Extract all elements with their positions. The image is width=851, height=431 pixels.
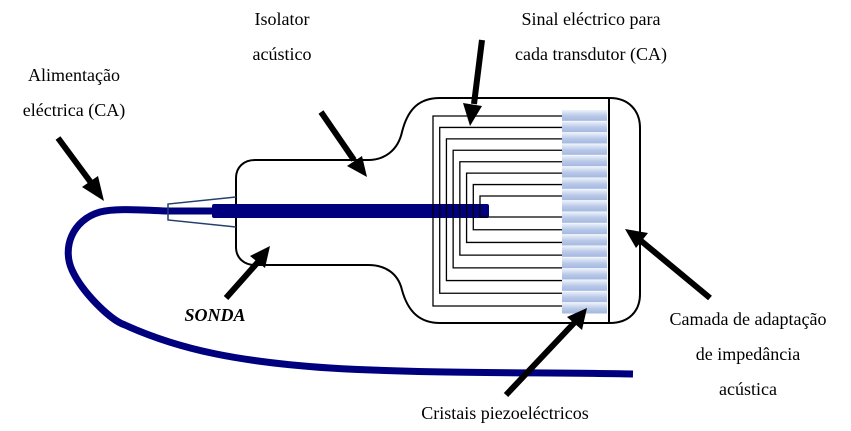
label-electric-signal: Sinal eléctrico para cada transdutor (CA…: [488, 2, 694, 72]
piezo-crystal-element: [562, 268, 607, 280]
label-power-supply: Alimentação eléctrica (CA): [0, 58, 148, 128]
piezo-crystal-element: [562, 246, 607, 257]
piezo-crystal-element: [562, 166, 607, 178]
arrow-crystals: [503, 308, 587, 398]
arrow-isolator: [318, 110, 367, 177]
label-piezo-crystals: Cristais piezoeléctricos: [380, 396, 630, 431]
piezo-crystal-element: [562, 189, 607, 201]
piezo-crystal-element: [562, 121, 607, 133]
label-signal-line1: Sinal eléctrico para: [521, 9, 661, 29]
arrow-matching-layer: [625, 229, 712, 301]
label-power-line2: eléctrica (CA): [22, 100, 126, 120]
transducer-wire: [479, 195, 562, 218]
transducer-wire: [465, 172, 562, 244]
label-isolator-line2: acústico: [252, 44, 312, 64]
transducer-wire: [432, 115, 562, 307]
cable-strain-relief: [167, 196, 237, 228]
label-matching-line2: de impedância: [695, 344, 801, 364]
piezo-crystal-element: [562, 223, 607, 235]
arrow-probe: [223, 246, 270, 300]
piezo-crystal-element: [562, 132, 607, 144]
piezo-crystal-element: [562, 302, 607, 314]
arrow-power: [55, 136, 104, 201]
piezo-crystal-array: [562, 110, 607, 314]
piezo-crystal-element: [562, 257, 607, 269]
piezo-crystal-element: [562, 200, 607, 212]
transducer-wire: [459, 161, 562, 256]
arrow-signal: [463, 39, 485, 126]
transducer-wire: [452, 149, 562, 269]
label-crystals-text: Cristais piezoeléctricos: [421, 403, 589, 423]
internal-cable: [212, 204, 489, 218]
transducer-wire: [445, 138, 562, 282]
label-isolator-line1: Isolator: [254, 9, 310, 29]
label-acoustic-isolator: Isolator acústico: [222, 2, 342, 72]
piezo-crystal-element: [562, 110, 607, 121]
label-signal-line2: cada transdutor (CA): [515, 44, 667, 64]
label-power-line1: Alimentação: [28, 65, 120, 85]
piezo-crystal-element: [562, 212, 607, 223]
transducer-wire: [472, 183, 562, 231]
label-matching-line1: Camada de adaptação: [669, 309, 827, 329]
label-matching-layer: Camada de adaptação de impedância acústi…: [645, 302, 851, 407]
transducer-wires: [432, 115, 562, 307]
piezo-crystal-element: [562, 234, 607, 246]
piezo-crystal-element: [562, 178, 607, 189]
piezo-crystal-element: [562, 155, 607, 167]
piezo-crystal-element: [562, 291, 607, 303]
transducer-wire: [439, 126, 562, 294]
label-matching-line3: acústica: [719, 379, 777, 399]
power-cable: [64, 206, 634, 378]
piezo-crystal-element: [562, 280, 607, 291]
piezo-crystal-element: [562, 144, 607, 155]
label-probe: SONDA: [184, 305, 246, 325]
